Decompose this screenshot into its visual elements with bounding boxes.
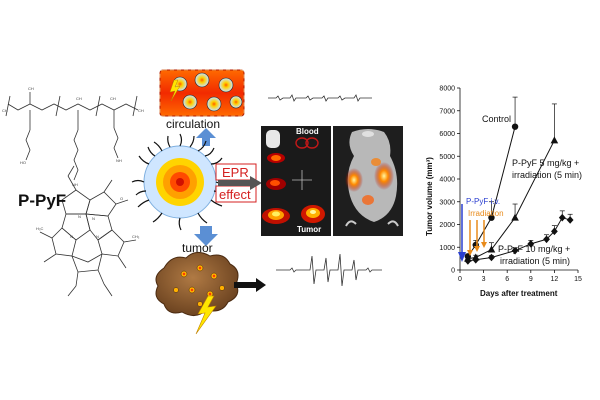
svg-text:N: N	[78, 214, 81, 219]
right-arrow-icon	[218, 176, 262, 190]
data-point	[558, 213, 566, 222]
data-point	[488, 253, 495, 262]
data-point	[464, 257, 472, 265]
data-point	[543, 235, 550, 244]
svg-text:CH: CH	[76, 96, 82, 101]
svg-text:NH: NH	[116, 158, 122, 163]
injection-arrow-icon	[458, 252, 466, 262]
structure-label: P-PyF	[18, 191, 66, 210]
svg-text:N: N	[70, 234, 73, 239]
y-axis-label: Tumor volume (mm³)	[425, 157, 434, 236]
data-point	[511, 213, 519, 221]
effect-label: effect	[219, 187, 251, 202]
x-tick-label: 9	[529, 276, 533, 283]
series-label-p5-line2: irradiation (5 min)	[512, 170, 582, 180]
data-point	[487, 245, 496, 253]
series-1	[464, 103, 559, 262]
x-tick-label: 6	[505, 276, 509, 283]
data-point	[550, 136, 559, 144]
x-ticks: 0 3 6 9 12 15	[458, 270, 582, 283]
vessel-nanoparticles	[172, 72, 243, 112]
x-axis-label: Days after treatment	[480, 289, 558, 298]
svg-text:CH₃: CH₃	[132, 234, 140, 239]
organ-fluorescence-panel	[261, 126, 331, 236]
y-tick-label: 8000	[439, 86, 455, 93]
series-label-p10-line1: P-PyF 10 mg/kg +	[498, 244, 570, 254]
y-tick-label: 6000	[439, 131, 455, 138]
y-ticks: 0 1000 2000 3000 4000 5000 6000 7000 8000	[439, 86, 460, 275]
series-label-control: Control	[482, 114, 511, 124]
svg-text:HO: HO	[20, 160, 26, 165]
y-tick-label: 0	[451, 268, 455, 275]
up-arrow-icon	[196, 128, 216, 146]
injection-annotation: P-PyF i.v.	[466, 197, 500, 206]
svg-text:H₃C: H₃C	[36, 226, 44, 231]
svg-text:CH: CH	[110, 96, 116, 101]
tumor-panel-label: Tumor	[297, 225, 321, 234]
flat-signal-trace	[268, 94, 372, 102]
x-tick-label: 0	[458, 276, 462, 283]
right-arrow-icon	[234, 278, 266, 292]
svg-text:N: N	[96, 234, 99, 239]
y-tick-label: 3000	[439, 199, 455, 206]
mouse-fluorescence-panel	[333, 126, 403, 236]
y-tick-label: 5000	[439, 154, 455, 161]
series-line	[467, 126, 516, 257]
x-tick-label: 12	[551, 276, 559, 283]
micelle-illustration	[131, 133, 229, 231]
chemical-atom-labels: CH CH CH CH CH HO NH NH N N N N H₃C CH₃ O	[2, 86, 144, 239]
epr-label: EPR	[222, 165, 249, 180]
series-layer	[464, 96, 574, 265]
tumor-label: tumor	[182, 241, 213, 255]
x-tick-label: 3	[482, 276, 486, 283]
data-point	[488, 214, 495, 221]
svg-text:CH: CH	[138, 108, 144, 113]
data-point	[511, 123, 519, 130]
lightning-icon	[169, 79, 181, 102]
x-tick-label: 15	[574, 276, 582, 283]
blood-label: Blood	[296, 127, 319, 136]
spike-signal-trace	[276, 253, 382, 287]
y-tick-label: 7000	[439, 108, 455, 115]
data-point	[551, 227, 558, 236]
y-tick-label: 4000	[439, 177, 455, 184]
y-tick-label: 2000	[439, 222, 455, 229]
data-point	[511, 246, 519, 255]
series-label-p5-line1: P-PyF 5 mg/kg +	[512, 158, 579, 168]
svg-text:N: N	[92, 216, 95, 221]
irradiation-arrows	[467, 220, 487, 256]
svg-text:CH: CH	[28, 86, 34, 91]
down-arrow-icon	[194, 226, 218, 246]
tumor-illustration	[155, 252, 266, 335]
series-line	[467, 217, 571, 262]
series-label-p10-line2: irradiation (5 min)	[500, 256, 570, 266]
series-2	[464, 210, 574, 265]
svg-text:CH: CH	[2, 108, 8, 113]
y-tick-label: 1000	[439, 245, 455, 252]
irradiation-annotation: Irradiation	[468, 209, 504, 218]
blood-vessel-illustration	[159, 69, 245, 117]
circulation-label: circulation	[166, 117, 220, 131]
chemical-structure	[5, 92, 139, 297]
data-point	[566, 216, 574, 224]
data-point	[472, 255, 480, 264]
svg-text:NH: NH	[72, 182, 78, 187]
data-point	[527, 240, 535, 248]
svg-text:O: O	[120, 196, 123, 201]
lightning-icon	[195, 295, 217, 335]
